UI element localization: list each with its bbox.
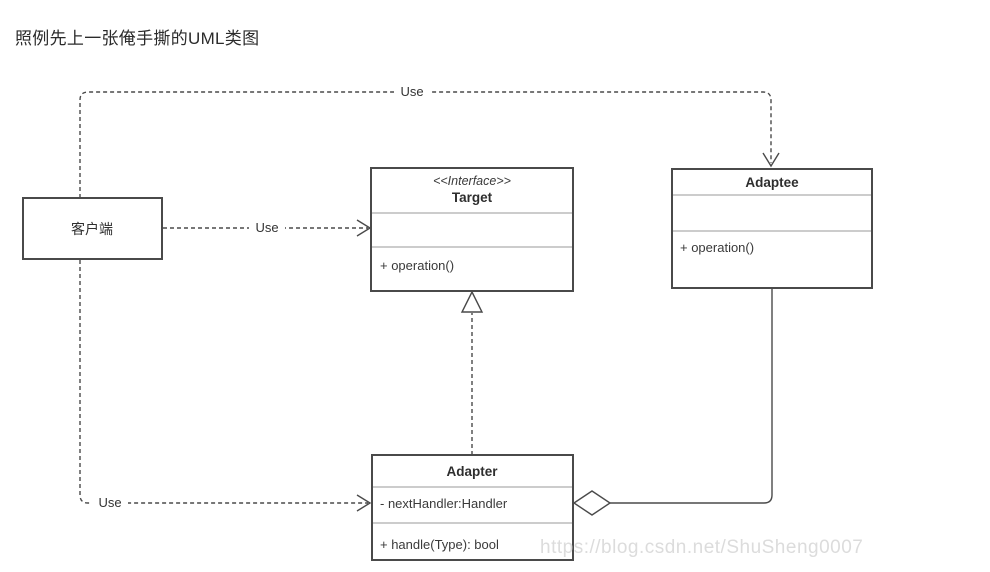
edge-adapter-to-adaptee-aggregation [610,289,773,504]
edge-label-bg [394,85,430,99]
edge-label-use-bottom: Use [98,495,121,510]
edge-label-bg [249,221,285,235]
watermark-text: https://blog.csdn.net/ShuSheng0007 [540,537,863,558]
page-title: 照例先上一张俺手撕的UML类图 [15,29,260,48]
adapter-method: + handle(Type): bool [380,537,499,552]
class-box-adapter: Adapter - nextHandler:Handler + handle(T… [371,454,574,561]
class-box-adaptee: Adaptee + operation() [671,168,873,289]
edge-label-use-top: Use [400,84,423,99]
adaptee-class-name: Adaptee [745,175,799,190]
class-box-client: 客户端 [22,197,163,260]
edge-client-to-adapter [79,260,368,504]
class-box-target: <<Interface>> Target + operation() [370,167,574,292]
edge-label-bg [92,496,128,510]
aggregation-diamond-icon [572,490,612,516]
target-method: + operation() [380,258,454,273]
target-class-name: Target [452,190,493,205]
dependency-arrowhead-adaptee-icon [762,152,780,168]
client-class-name: 客户端 [71,221,113,237]
realization-triangle-icon [460,290,484,313]
edge-label-use-middle: Use [255,220,278,235]
dependency-arrowhead-adapter-icon [356,494,372,512]
dependency-arrowhead-target-icon [356,219,372,237]
target-stereotype: <<Interface>> [433,174,511,188]
adapter-class-name: Adapter [446,464,498,479]
adaptee-method: + operation() [680,240,754,255]
adapter-attribute: - nextHandler:Handler [380,496,508,511]
